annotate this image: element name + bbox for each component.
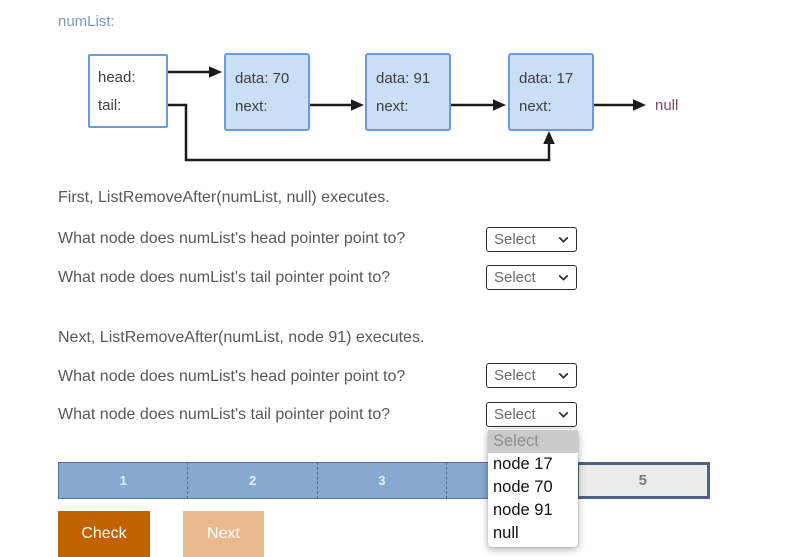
list-node-91: data: 91 next:	[365, 53, 451, 131]
node-data-label: data: 70	[235, 69, 290, 87]
question-tail-1: What node does numList's tail pointer po…	[58, 269, 391, 286]
progress-step-3: 3	[316, 462, 447, 499]
menu-option-select[interactable]: Select	[488, 430, 578, 453]
list-node-70: data: 70 next:	[224, 53, 310, 131]
node-next-label: next:	[235, 97, 268, 115]
node-next-label: next:	[376, 97, 409, 115]
open-select-menu: Select node 17 node 70 node 91 null	[488, 429, 578, 547]
question-head-1: What node does numList's head pointer po…	[58, 230, 406, 247]
node-next-label: next:	[519, 97, 552, 115]
select-head-2[interactable]: Select	[486, 363, 577, 388]
question-head-2: What node does numList's head pointer po…	[58, 368, 406, 385]
chevron-down-icon	[558, 237, 569, 243]
select-value: Select	[494, 367, 536, 384]
menu-option-node-17[interactable]: node 17	[493, 455, 553, 473]
chevron-down-icon	[558, 373, 569, 379]
progress-step-5-current: 5	[575, 462, 711, 499]
progress-step-2: 2	[187, 462, 317, 499]
chevron-down-icon	[558, 275, 569, 281]
tail-pointer-label: tail:	[98, 96, 122, 114]
select-tail-1[interactable]: Select	[486, 265, 577, 290]
null-label: null	[655, 97, 679, 114]
menu-option-node-91[interactable]: node 91	[493, 501, 553, 519]
statement-first: First, ListRemoveAfter(numList, null) ex…	[58, 189, 390, 206]
menu-option-node-70[interactable]: node 70	[493, 478, 553, 496]
statement-next: Next, ListRemoveAfter(numList, node 91) …	[58, 329, 425, 346]
menu-option-null[interactable]: null	[493, 524, 519, 542]
head-tail-box: head: tail:	[88, 54, 168, 128]
head-pointer-label: head:	[98, 68, 136, 86]
node-data-label: data: 17	[519, 69, 574, 87]
progress-step-1: 1	[58, 462, 188, 499]
chevron-down-icon	[558, 412, 569, 418]
list-node-17: data: 17 next:	[508, 53, 594, 131]
select-tail-2[interactable]: Select	[486, 402, 577, 427]
activity-progress-bar: 1 2 3 4 5	[58, 462, 711, 499]
check-button[interactable]: Check	[58, 511, 150, 557]
select-value: Select	[494, 231, 536, 248]
question-tail-2: What node does numList's tail pointer po…	[58, 406, 391, 423]
node-data-label: data: 91	[376, 69, 431, 87]
next-button[interactable]: Next	[183, 511, 264, 557]
list-name-label: numList:	[58, 13, 115, 30]
select-value: Select	[494, 269, 536, 286]
select-value: Select	[494, 406, 536, 423]
select-head-1[interactable]: Select	[486, 227, 577, 252]
